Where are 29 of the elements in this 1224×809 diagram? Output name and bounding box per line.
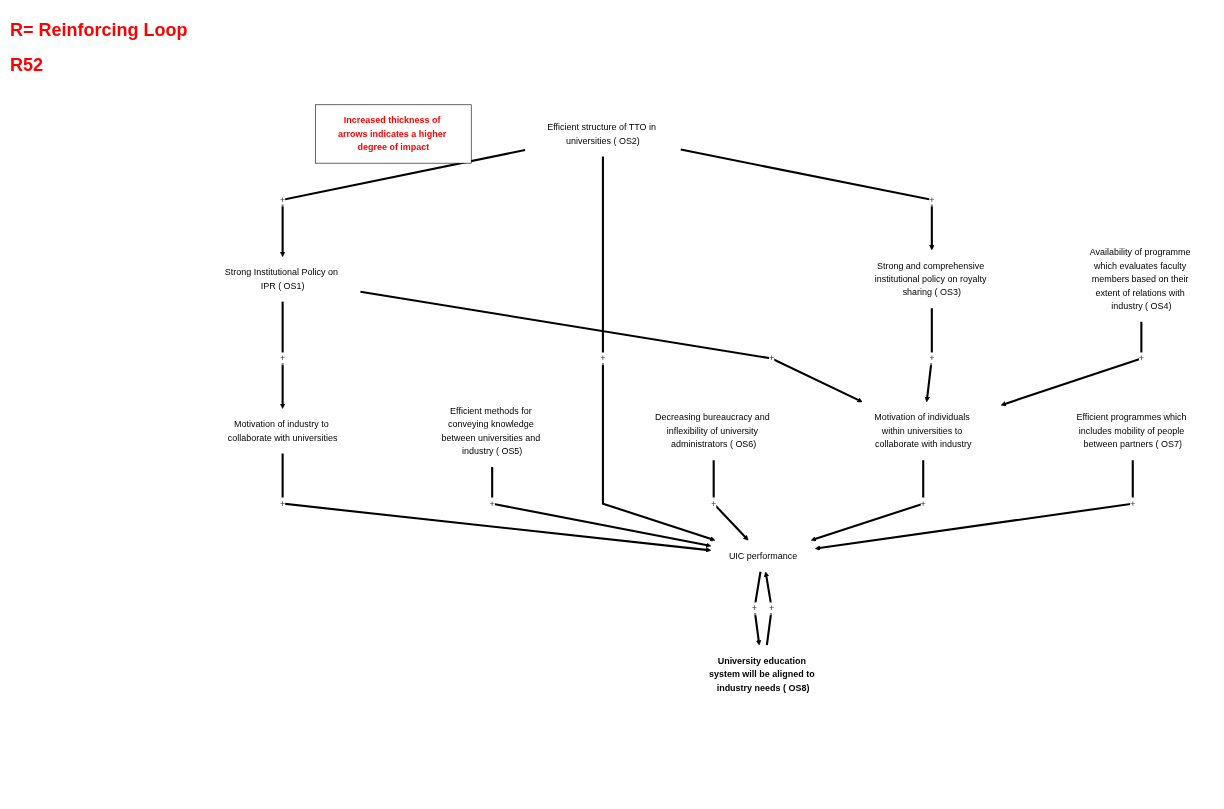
edge-label: + [600,353,606,364]
edge-label: + [929,194,935,205]
node-text: Strong and comprehensive institutional policy on royalty sharing ( OS3) [874,260,987,298]
node-text: Strong Institutional Policy on IPR ( OS1) [224,267,339,291]
edge-label: + [280,498,286,509]
edge-label: + [280,353,286,364]
node-text: Efficient methods for conveying knowledge between universities and industry ( OS5) [441,405,541,457]
loop-label: R52 [10,55,45,76]
edge-label: + [751,603,758,614]
node-text: Availability of programme which evaluates faculty members based on their extent of relations with industry ( OS4) [1089,247,1191,312]
node-text: Efficient structure of TTO in universities ( OS2) [547,122,657,146]
edge-label: + [280,194,286,205]
edge-label: + [489,498,495,509]
edge-label: + [769,353,775,364]
edge-label: + [769,603,775,614]
edge-label: + [1138,353,1144,364]
edge-label: + [711,498,717,509]
arrow [360,291,863,403]
node-text: Decreasing bureaucracy and inflexibility of university administrators ( OS6) [655,412,770,450]
edge-label: + [1130,498,1136,509]
edge-label: + [929,353,935,364]
node-text: Motivation of industry to collaborate with universities [227,419,338,443]
node-text: Motivation of individuals within universities to collaborate with industry [874,412,972,450]
node-box: Increased thickness of arrows indicates a higher degree of impact [315,104,472,164]
edge-label: + [920,498,926,509]
legend-note: R= Reinforcing Loop [10,20,189,41]
node-text: University education system will be aligned to industry needs ( OS8) [708,655,815,693]
node-text: UIC performance [728,550,798,562]
node-text: Efficient programmes which includes mobility of people between partners ( OS7) [1076,412,1187,450]
